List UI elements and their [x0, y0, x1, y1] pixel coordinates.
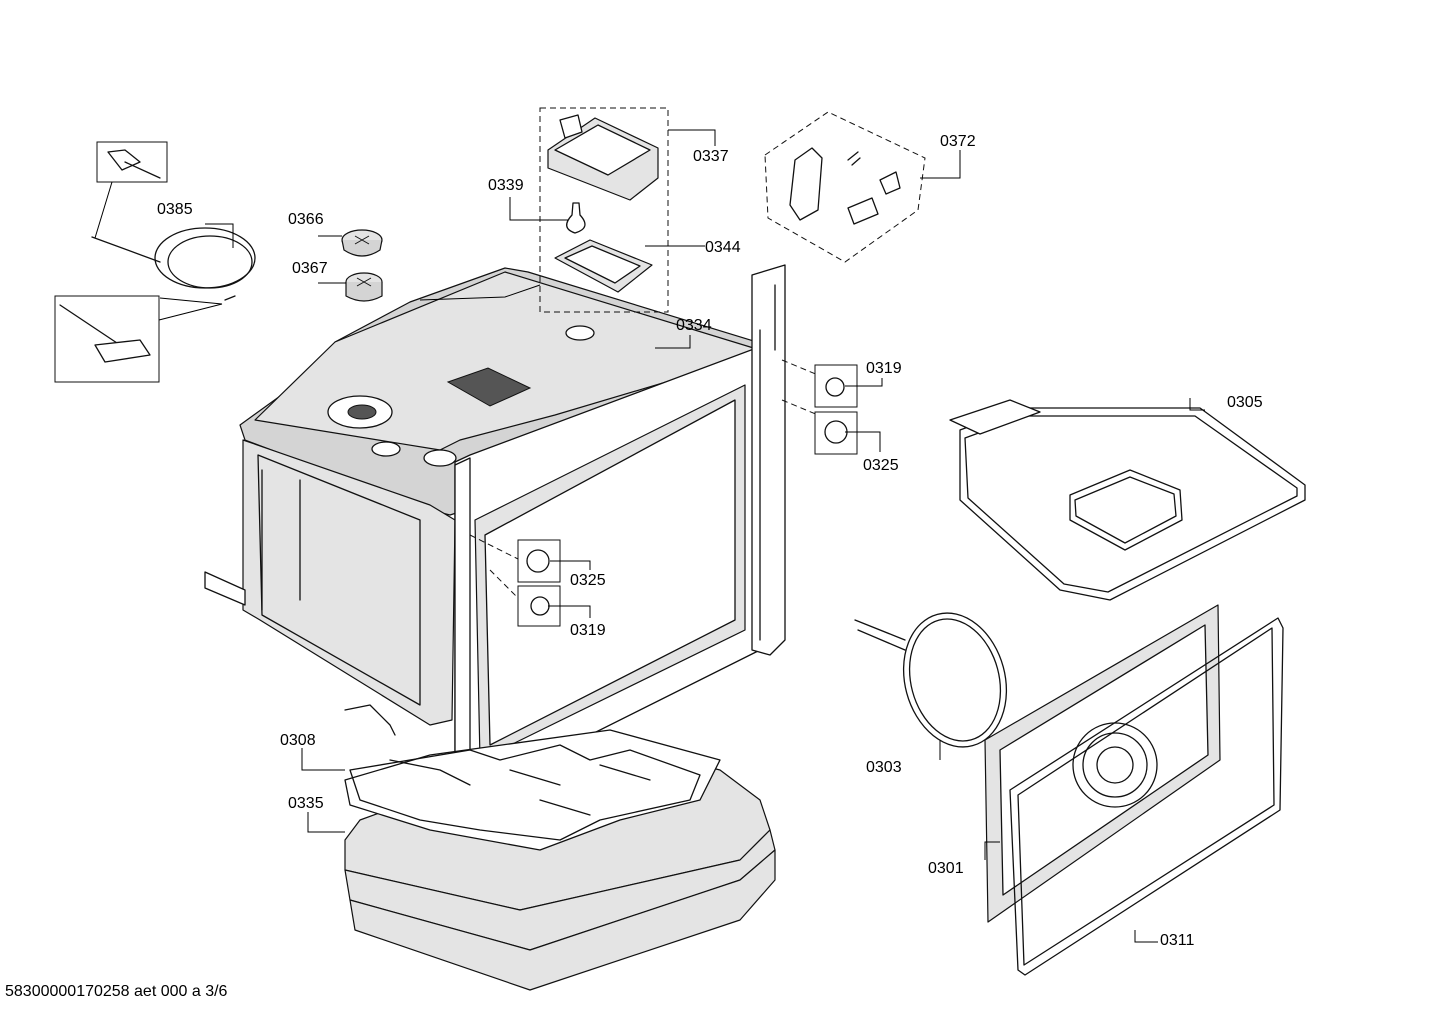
- label-0337: 0337: [693, 148, 729, 165]
- label-0344: 0344: [705, 239, 741, 256]
- label-0308: 0308: [280, 732, 316, 749]
- label-0311: 0311: [1160, 932, 1195, 949]
- label-0319-top: 0319: [866, 360, 902, 377]
- lamp-bulb-0339: [566, 202, 586, 234]
- label-0385: 0385: [157, 201, 193, 218]
- label-0339: 0339: [488, 177, 524, 194]
- label-0301: 0301: [928, 860, 964, 877]
- label-0325-right: 0325: [863, 457, 899, 474]
- cable-0385: [54, 141, 256, 383]
- label-0335: 0335: [288, 795, 324, 812]
- top-heater-0305: [949, 399, 1306, 601]
- label-0303: 0303: [866, 759, 902, 776]
- sockets-right: [814, 364, 858, 455]
- label-0366: 0366: [288, 211, 324, 228]
- switch-group-0372: [764, 111, 926, 263]
- label-0372: 0372: [940, 133, 976, 150]
- lamp-group: [419, 107, 669, 313]
- bushing-0366: [341, 229, 383, 257]
- sockets-left: [517, 539, 561, 627]
- label-0334: 0334: [676, 317, 712, 334]
- cable-sensor-detail-box: [54, 295, 160, 383]
- label-0305: 0305: [1227, 394, 1263, 411]
- document-footer-code: 58300000170258 aet 000 a 3/6: [5, 983, 228, 1000]
- bottom-heater-and-insulation: [344, 704, 776, 991]
- door-seal-0311: [1009, 617, 1284, 976]
- label-0325-left: 0325: [570, 572, 606, 589]
- leader-lines: [205, 129, 1205, 943]
- label-0319-bottom: 0319: [570, 622, 606, 639]
- label-0367: 0367: [292, 260, 328, 277]
- bushing-0367: [345, 272, 383, 302]
- oven-cavity: [204, 264, 831, 826]
- ring-heater-0303: [854, 612, 1008, 748]
- part-labels: 0385 0366 0367 0339 0337 0344 0372 0334 …: [157, 133, 1263, 949]
